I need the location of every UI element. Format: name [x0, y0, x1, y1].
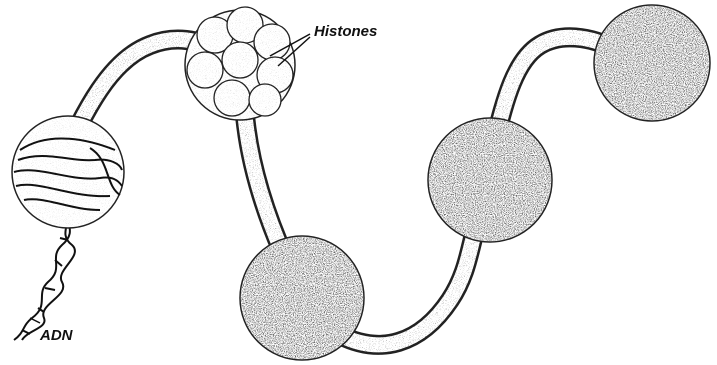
nucleosome-dna-wrapped [12, 116, 124, 228]
nucleosome-top-right [594, 5, 710, 121]
dna-label: ADN [39, 327, 74, 344]
nucleosome-middle [428, 118, 552, 242]
histones-label: Histones [314, 23, 377, 40]
dna-annotation: ADN [30, 318, 74, 344]
dna-pointer-line [30, 318, 40, 323]
nucleosome-histone-core [185, 7, 295, 120]
nucleosome-bottom [240, 236, 364, 360]
